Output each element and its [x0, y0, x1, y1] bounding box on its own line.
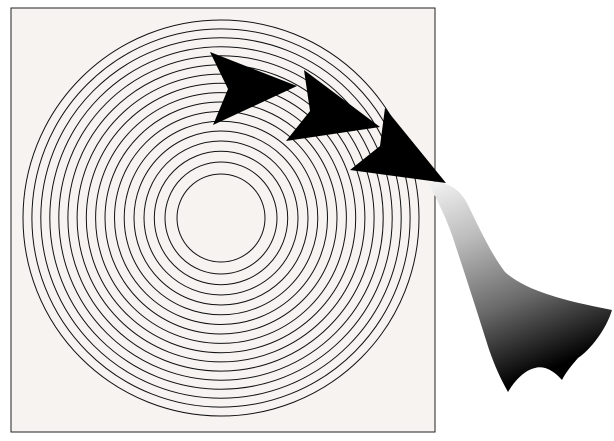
gradient-streak: [428, 182, 612, 392]
